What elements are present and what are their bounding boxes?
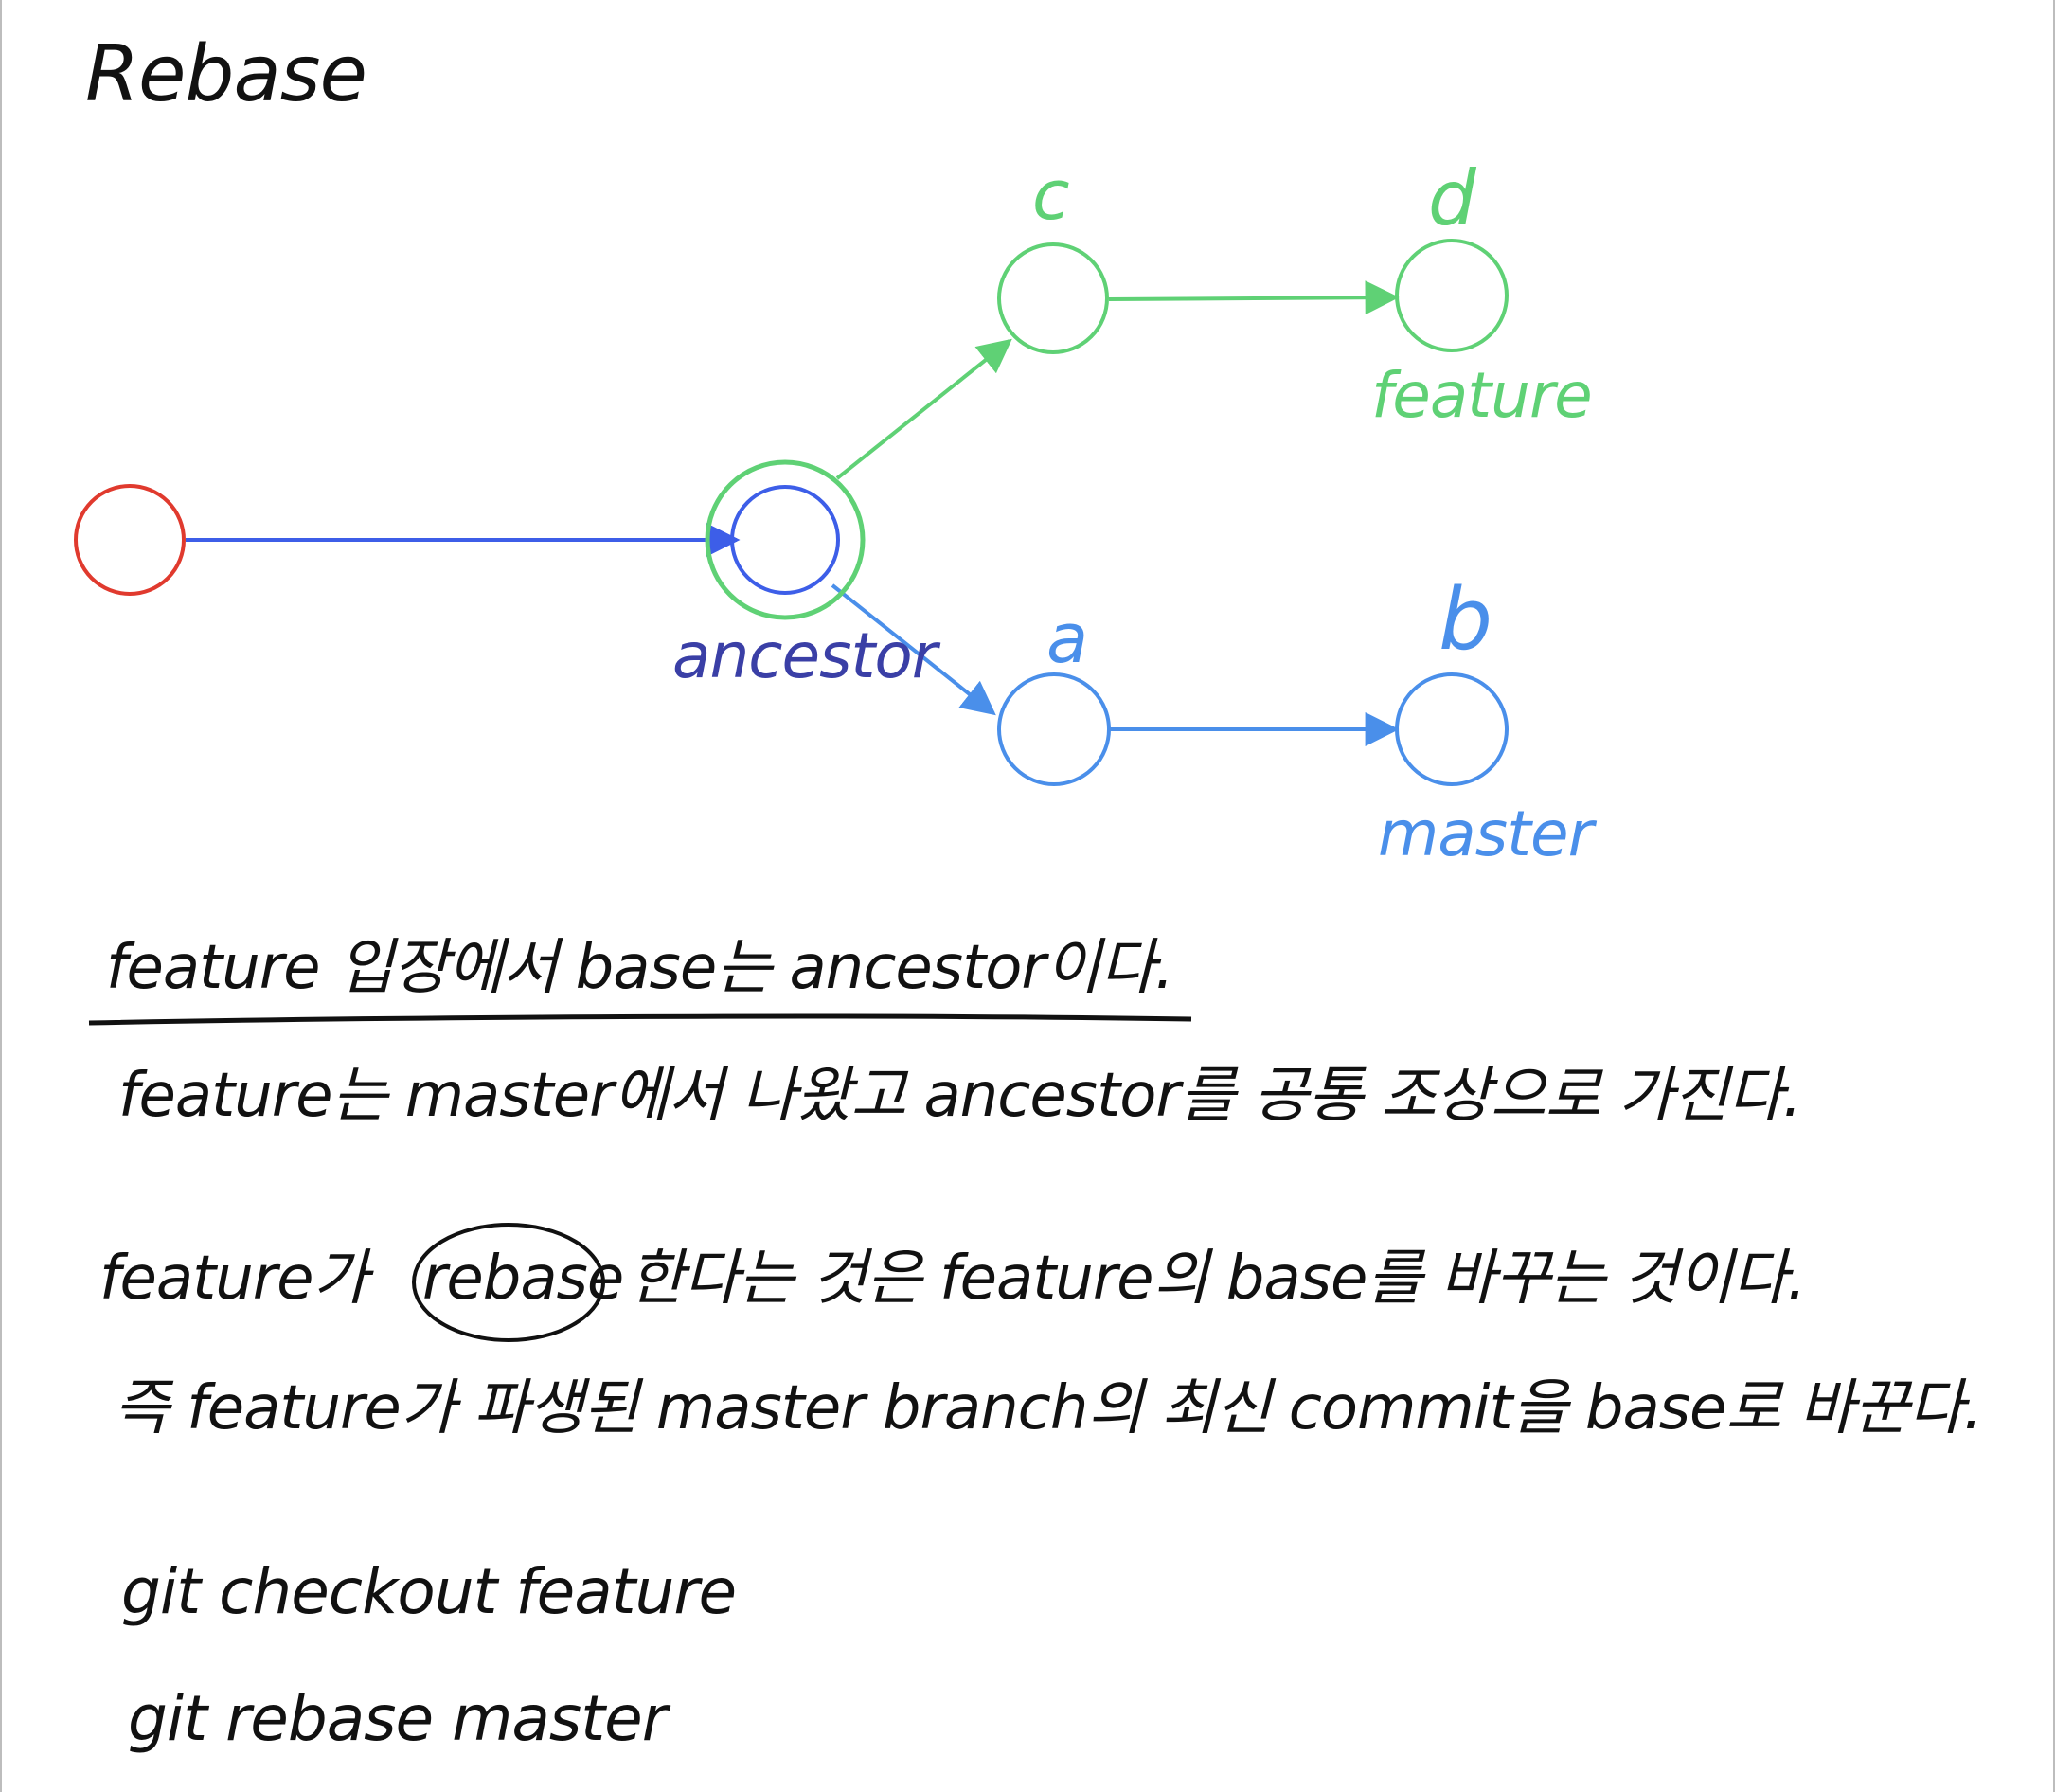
commit-b-node — [1395, 672, 1509, 786]
master-branch-label: master — [1378, 797, 1594, 870]
note-line-3-circled: rebase — [422, 1244, 624, 1314]
note-line-3-prefix: feature가 — [99, 1244, 368, 1314]
note-underline — [88, 1013, 1192, 1026]
rebase-circle-mark — [412, 1223, 605, 1342]
commit-a-label: a — [1046, 599, 1088, 678]
ancestor-node — [730, 485, 840, 595]
command-checkout: git checkout feature — [121, 1555, 737, 1628]
root-commit-node — [74, 484, 186, 596]
note-line-4: 즉 feature가 파생된 master branch의 최신 commit을… — [114, 1373, 1983, 1443]
edge-ancestor-to-c — [835, 338, 1012, 480]
commit-c-node — [997, 242, 1109, 354]
commit-d-label: d — [1428, 154, 1476, 242]
commit-b-label: b — [1438, 570, 1492, 670]
note-line-3-suffix: 한다는 것은 feature의 base를 바꾸는 것이다. — [629, 1244, 1807, 1314]
note-line-1: feature 입장에서 base는 ancestor이다. — [106, 933, 1174, 1003]
edge-ancestor-to-a — [831, 583, 996, 716]
commit-d-node — [1395, 239, 1509, 352]
commit-a-node — [997, 672, 1111, 786]
page-title: Rebase — [85, 29, 367, 119]
command-rebase: git rebase master — [128, 1682, 668, 1755]
note-line-2: feature는 master에서 나왔고 ancestor를 공통 조상으로 … — [118, 1061, 1802, 1131]
edge-c-to-d — [1108, 280, 1400, 315]
ancestor-label: ancestor — [672, 619, 938, 692]
ancestor-node-outer-ring — [705, 459, 866, 620]
page-right-border — [2053, 0, 2055, 1792]
page-left-border — [0, 0, 2, 1792]
feature-branch-label: feature — [1371, 359, 1593, 432]
commit-c-label: c — [1032, 155, 1070, 235]
